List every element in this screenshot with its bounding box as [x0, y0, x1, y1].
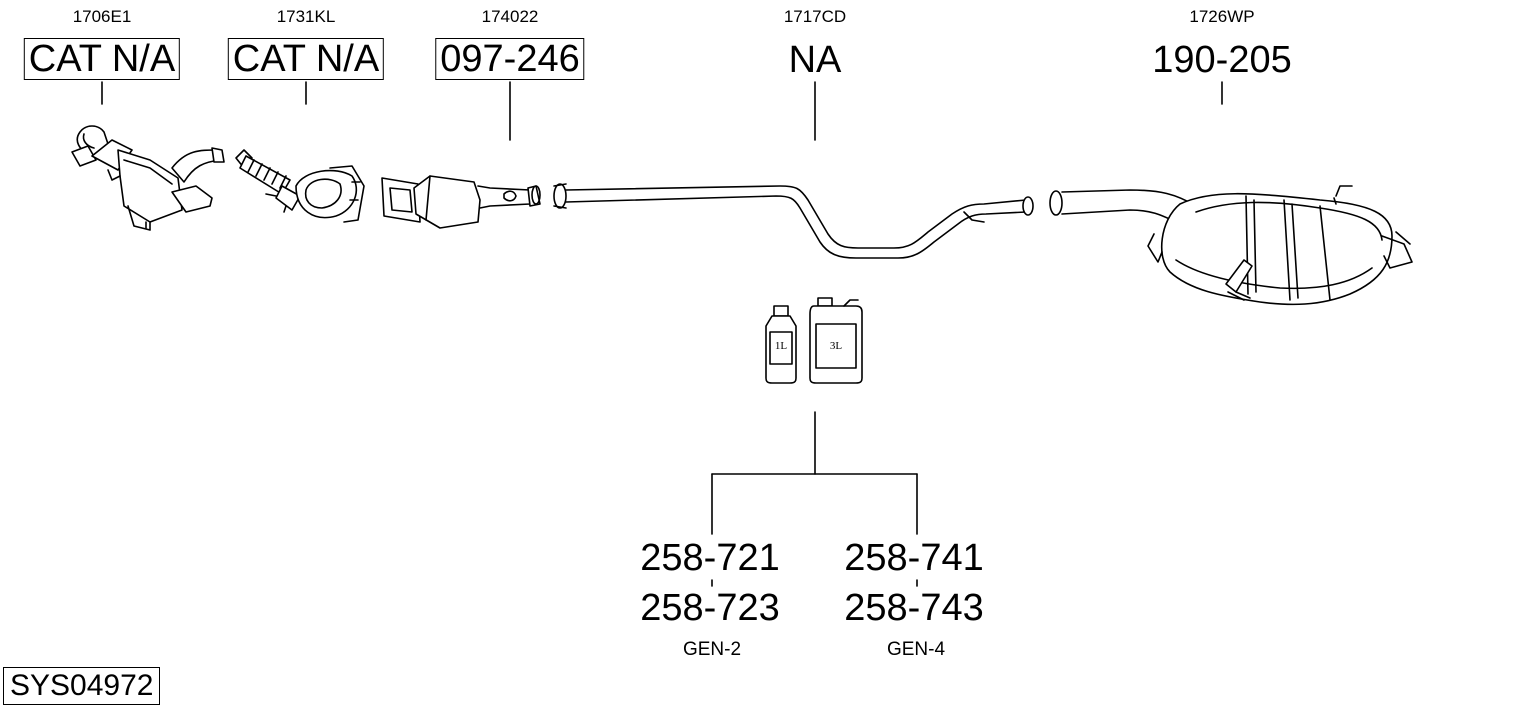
kit-tree-lines: [711, 411, 918, 587]
catalytic-converter-manifold: [71, 125, 225, 231]
oem-number: 174022: [481, 7, 539, 26]
kit-gen-label: GEN-4: [886, 639, 946, 660]
kit-number[interactable]: 258-743: [844, 587, 984, 629]
leader-lines: [101, 81, 1223, 141]
paste-container-small: [765, 305, 797, 384]
kit-number[interactable]: 258-741: [844, 537, 984, 579]
catalytic-converter-flex: [235, 149, 365, 223]
part-number[interactable]: CAT N/A: [23, 38, 181, 80]
part-number[interactable]: NA: [788, 39, 842, 81]
oem-number: 1726WP: [1189, 7, 1255, 26]
paste-container-large: [809, 297, 863, 384]
rear-silencer: [1049, 185, 1413, 306]
part-number[interactable]: CAT N/A: [227, 38, 385, 80]
system-code: SYS04972: [3, 667, 161, 705]
kit-gen-label: GEN-2: [682, 639, 742, 660]
part-number[interactable]: 097-246: [435, 38, 585, 80]
small-container-label: 1L: [774, 340, 788, 352]
oem-number: 1717CD: [783, 7, 847, 26]
part-number[interactable]: 190-205: [1152, 39, 1292, 81]
large-container-label: 3L: [829, 340, 843, 352]
kit-number[interactable]: 258-723: [640, 587, 780, 629]
oem-number: 1706E1: [72, 7, 132, 26]
intermediate-pipe: [553, 183, 1034, 259]
oem-number: 1731KL: [276, 7, 336, 26]
catalytic-converter-front: [381, 175, 541, 229]
kit-number[interactable]: 258-721: [640, 537, 780, 579]
